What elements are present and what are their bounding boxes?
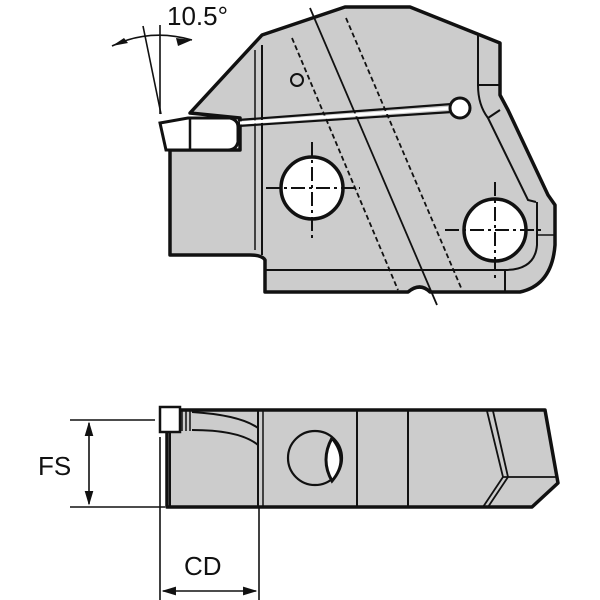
angle-dimension: 10.5° <box>111 1 228 115</box>
angle-label: 10.5° <box>167 1 228 31</box>
clamp-slot <box>237 102 453 128</box>
side-insert-tip <box>158 405 182 434</box>
insert-tip <box>158 116 240 152</box>
cd-label: CD <box>184 551 222 581</box>
side-view-body <box>165 408 560 509</box>
slot-pivot-hole <box>448 96 472 120</box>
mounting-hole-2 <box>445 182 545 278</box>
top-view-body <box>168 5 557 294</box>
cd-dimension: CD <box>159 437 260 600</box>
fs-label: FS <box>38 451 71 481</box>
side-view: FS CD <box>38 405 560 600</box>
small-pin-hole <box>290 73 304 87</box>
fs-dimension: FS <box>38 419 165 508</box>
top-view: 10.5° <box>111 1 557 306</box>
mounting-hole-1 <box>266 142 360 238</box>
